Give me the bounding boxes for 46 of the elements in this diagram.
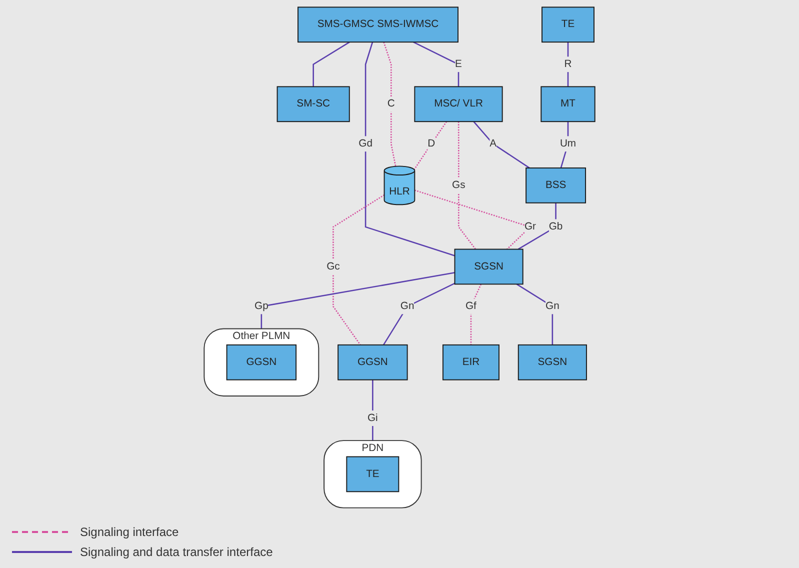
legend-text: Signaling and data transfer interface (80, 545, 273, 559)
edge-label: Gc (326, 260, 340, 272)
connector (473, 121, 530, 169)
connector (560, 122, 569, 168)
connector (567, 42, 569, 87)
edge-label: Um (560, 138, 576, 150)
node-box: SM-SC (276, 86, 350, 122)
connector (414, 121, 448, 170)
node-box: MT (540, 86, 596, 122)
edge-label: E (455, 58, 462, 70)
edge-label: D (428, 138, 436, 150)
connector (312, 42, 350, 87)
edge-label: Gf (466, 300, 476, 312)
edge-label: Gr (524, 221, 536, 232)
node-box: SGSN (518, 344, 587, 380)
node-box: SMS-GMSC SMS-IWMSC (297, 6, 458, 43)
edge-label: Gb (548, 221, 563, 232)
edge-label: A (490, 138, 497, 150)
node-box: TE (346, 456, 400, 492)
edge-label: Gs (452, 180, 466, 191)
connector (260, 272, 455, 329)
connector (372, 380, 374, 441)
connector (364, 42, 455, 256)
edge-label: R (564, 58, 572, 70)
connector (383, 42, 396, 166)
node-box: BSS (526, 167, 586, 204)
node-box: EIR (442, 344, 500, 380)
edge-label: Gn (546, 300, 560, 312)
node-box: MSC/ VLR (414, 86, 503, 122)
node-box: SGSN (454, 248, 524, 285)
connector (382, 282, 456, 346)
edge-label: C (387, 98, 395, 110)
node-box: TE (542, 6, 594, 43)
edge-label: Gd (358, 138, 372, 150)
edge-label: Gp (254, 300, 268, 312)
connector (470, 284, 482, 345)
edge-label: Gn (400, 300, 414, 312)
node-box: GGSN (338, 344, 408, 380)
connector (518, 202, 556, 250)
connector (458, 122, 476, 250)
connector (332, 194, 385, 346)
node-box: GGSN (226, 344, 296, 380)
connector (413, 42, 460, 87)
edge-label: Gi (367, 412, 378, 424)
legend-text: Signaling interface (80, 525, 179, 539)
connector (516, 284, 554, 345)
